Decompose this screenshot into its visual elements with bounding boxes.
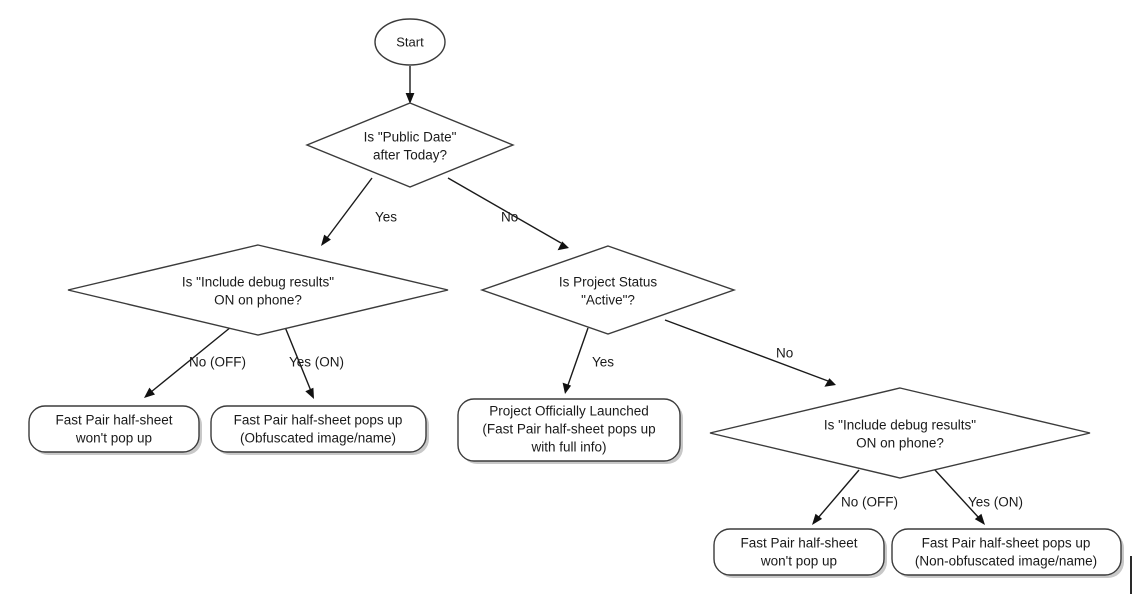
edge-artifact-mark [1130, 556, 1132, 594]
node-terminal-right-off[interactable]: Fast Pair half-sheet won't pop up [713, 528, 887, 578]
node-terminal-launched-line2: (Fast Pair half-sheet pops up [482, 422, 655, 437]
node-decision-debug-left-line2: ON on phone? [214, 293, 302, 308]
node-decision-public-date-line1: Is "Public Date" [364, 130, 457, 145]
edge-label-debug-left-on: Yes (ON) [289, 355, 344, 370]
edge-label-debug-right-off: No (OFF) [841, 495, 898, 510]
edge-project-status-no [664, 319, 836, 387]
node-terminal-left-on[interactable]: Fast Pair half-sheet pops up (Obfuscated… [210, 405, 429, 455]
node-terminal-right-off-line1: Fast Pair half-sheet [740, 536, 857, 551]
edges-layer: Yes No No (OFF) Yes (ON) [144, 66, 1023, 525]
node-decision-debug-left-line1: Is "Include debug results" [182, 275, 334, 290]
node-decision-public-date-line2: after Today? [373, 148, 447, 163]
node-terminal-launched-line3: with full info) [530, 440, 606, 455]
node-decision-project-status-line1: Is Project Status [559, 275, 658, 290]
node-decision-project-status-line2: "Active"? [581, 293, 635, 308]
node-terminal-right-on-line2: (Non-obfuscated image/name) [915, 554, 1097, 569]
edge-project-status-yes [562, 327, 589, 394]
node-terminal-right-off-line2: won't pop up [760, 554, 837, 569]
node-decision-project-status[interactable]: Is Project Status "Active"? [479, 245, 737, 335]
edge-label-project-status-no: No [776, 346, 793, 361]
edge-public-date-no [447, 177, 569, 251]
edge-label-project-status-yes: Yes [592, 355, 614, 370]
node-decision-debug-right-line1: Is "Include debug results" [824, 418, 976, 433]
node-decision-debug-right[interactable]: Is "Include debug results" ON on phone? [709, 387, 1091, 479]
edge-debug-left-on [284, 326, 314, 399]
edge-label-debug-left-off: No (OFF) [189, 355, 246, 370]
node-terminal-left-on-line1: Fast Pair half-sheet pops up [234, 413, 403, 428]
edge-label-public-date-no: No [501, 210, 518, 225]
node-decision-debug-left[interactable]: Is "Include debug results" ON on phone? [67, 244, 449, 336]
node-start-label: Start [396, 34, 424, 49]
edge-label-public-date-yes: Yes [375, 210, 397, 225]
edge-debug-left-off [144, 326, 232, 398]
node-terminal-launched-line1: Project Officially Launched [489, 404, 649, 419]
node-terminal-right-on[interactable]: Fast Pair half-sheet pops up (Non-obfusc… [891, 528, 1124, 578]
edge-public-date-yes [321, 177, 373, 246]
edge-label-debug-right-on: Yes (ON) [968, 495, 1023, 510]
node-terminal-right-on-line1: Fast Pair half-sheet pops up [922, 536, 1091, 551]
edge-start-to-public-date [405, 66, 415, 104]
node-start[interactable]: Start [374, 18, 446, 66]
node-terminal-launched[interactable]: Project Officially Launched (Fast Pair h… [457, 398, 683, 464]
node-terminal-left-off-line2: won't pop up [75, 431, 152, 446]
node-decision-public-date[interactable]: Is "Public Date" after Today? [305, 102, 515, 188]
node-decision-debug-right-line2: ON on phone? [856, 436, 944, 451]
node-terminal-left-on-line2: (Obfuscated image/name) [240, 431, 396, 446]
edge-debug-right-on [934, 469, 985, 525]
node-terminal-left-off-line1: Fast Pair half-sheet [55, 413, 172, 428]
node-terminal-left-off[interactable]: Fast Pair half-sheet won't pop up [28, 405, 202, 455]
edge-debug-right-off [812, 469, 860, 525]
